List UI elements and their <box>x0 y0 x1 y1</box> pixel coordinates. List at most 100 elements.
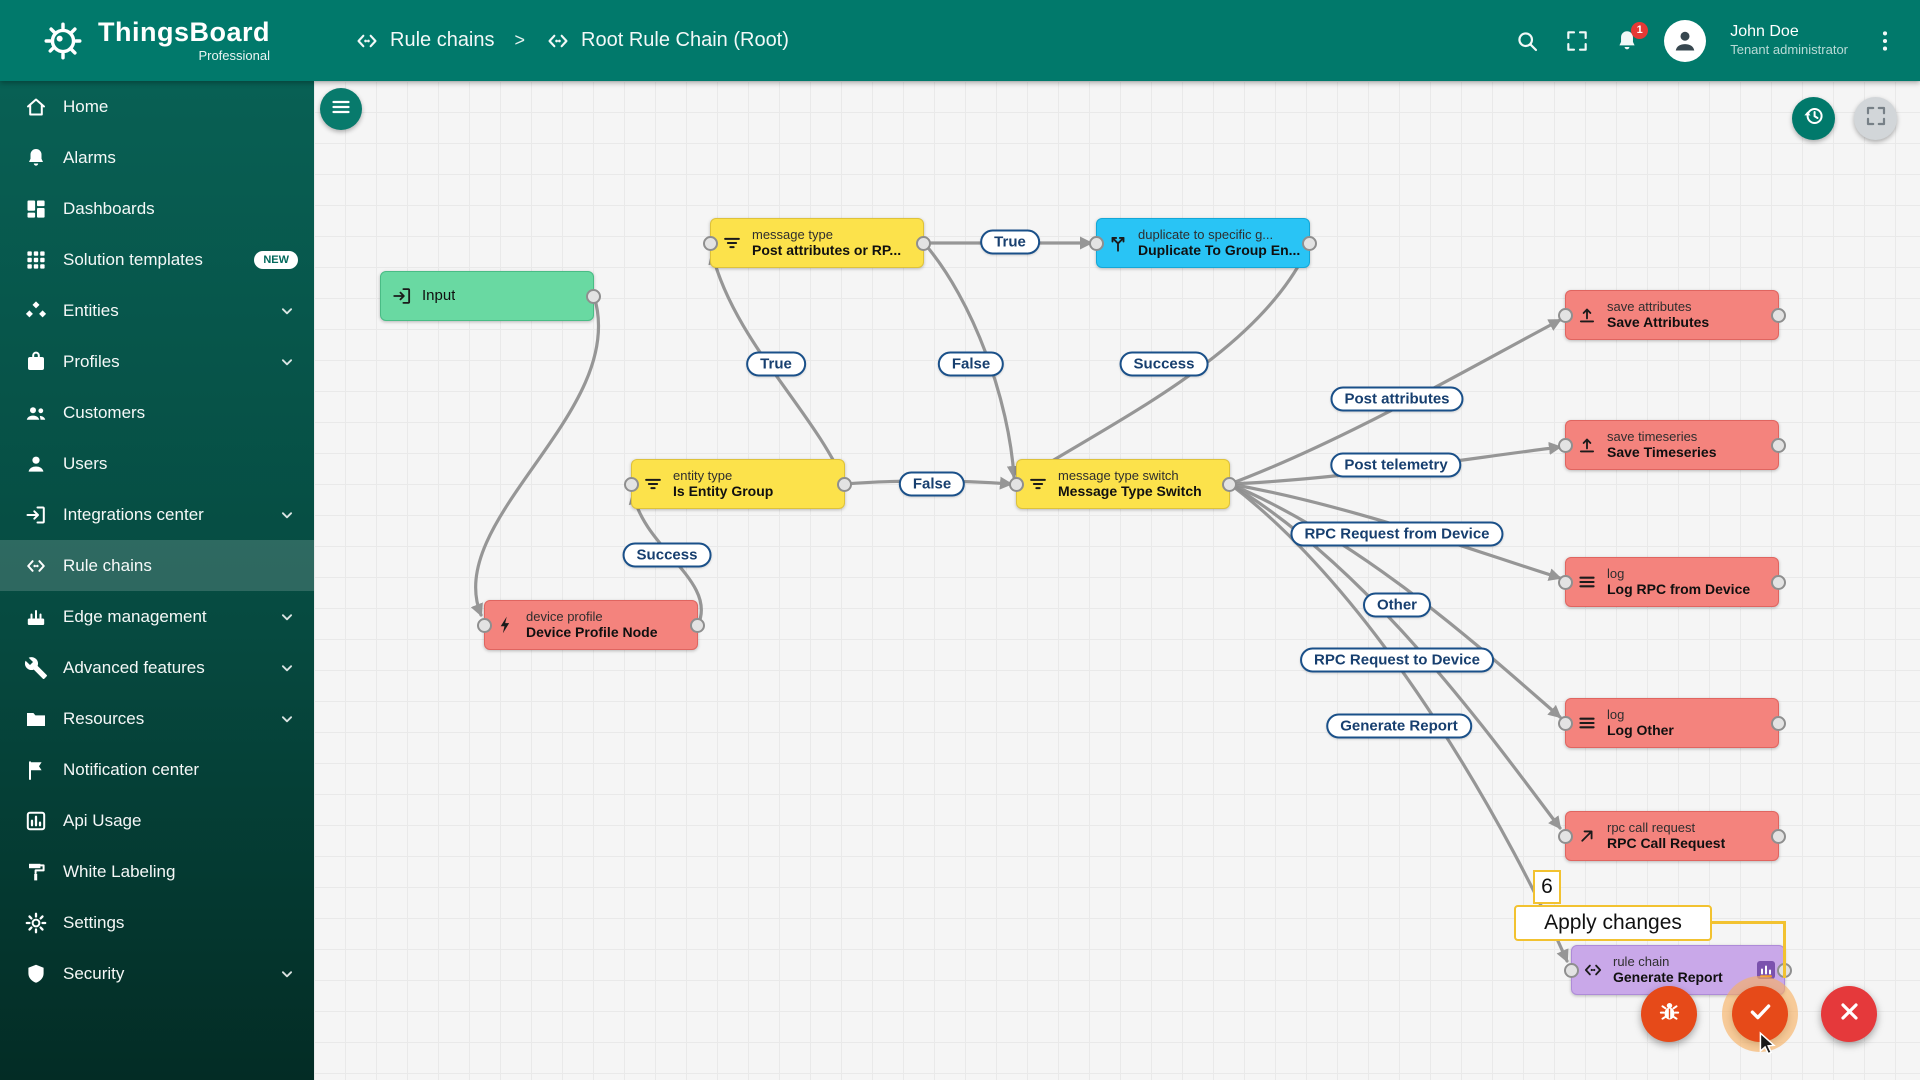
output-connector[interactable] <box>1222 476 1237 492</box>
breadcrumb-current-label: Root Rule Chain (Root) <box>581 29 789 51</box>
sidebar-item-profiles[interactable]: Profiles <box>0 336 314 387</box>
sidebar-item-dashboards[interactable]: Dashboards <box>0 183 314 234</box>
log-icon <box>1576 712 1598 734</box>
annotation-step-number: 6 <box>1533 870 1561 904</box>
edge-entity-type-to-message-type-switch <box>843 476 1013 490</box>
output-connector[interactable] <box>1771 574 1786 590</box>
sidebar-item-label: Settings <box>63 912 125 932</box>
input-connector[interactable] <box>1558 307 1573 323</box>
app-name: ThingsBoard <box>98 17 270 47</box>
avatar[interactable] <box>1664 19 1707 62</box>
settings-gear-icon <box>24 911 48 935</box>
sidebar-item-resources[interactable]: Resources <box>0 693 314 744</box>
sidebar-item-label: Customers <box>63 402 146 422</box>
breadcrumb-separator: > <box>514 30 526 50</box>
sidebar-item-edge-management[interactable]: Edge management <box>0 591 314 642</box>
output-connector[interactable] <box>916 235 931 251</box>
rule-node-duplicate-to-group[interactable]: duplicate to specific g...Duplicate To G… <box>1089 218 1317 268</box>
user-role: Tenant administrator <box>1730 42 1848 58</box>
output-connector[interactable] <box>1771 307 1786 323</box>
sidebar-item-customers[interactable]: Customers <box>0 387 314 438</box>
sidebar-item-label: Solution templates <box>63 249 203 269</box>
canvas-fullscreen-button[interactable] <box>1854 97 1897 140</box>
rule-chain-icon <box>1582 959 1604 981</box>
breadcrumb-rule-chains[interactable]: Rule chains <box>354 28 495 54</box>
input-connector[interactable] <box>1089 235 1104 251</box>
fullscreen-button[interactable] <box>1564 28 1590 54</box>
edge-message-type-switch-to-rpc-call-request <box>1228 482 1562 830</box>
edge-message-type-switch-to-generate-report <box>1228 482 1569 963</box>
sidebar-item-rule-chains[interactable]: Rule chains <box>0 540 314 591</box>
input-connector[interactable] <box>1009 476 1024 492</box>
input-connector[interactable] <box>1558 715 1573 731</box>
input-connector[interactable] <box>1564 962 1579 978</box>
sidebar-item-api-usage[interactable]: Api Usage <box>0 795 314 846</box>
sidebar-item-label: Users <box>63 453 108 473</box>
sidebar-item-integrations-center[interactable]: Integrations center <box>0 489 314 540</box>
sidebar-item-white-labeling[interactable]: White Labeling <box>0 846 314 897</box>
node-name-label: Log RPC from Device <box>1607 581 1751 598</box>
sidebar-item-alarms[interactable]: Alarms <box>0 132 314 183</box>
notifications-button[interactable]: 1 <box>1614 21 1649 54</box>
node-name-label: RPC Call Request <box>1607 835 1726 852</box>
user-icon <box>24 452 48 476</box>
input-connector[interactable] <box>1558 437 1573 453</box>
security-shield-icon <box>24 962 48 986</box>
sidebar-item-notification-center[interactable]: Notification center <box>0 744 314 795</box>
input-connector[interactable] <box>703 235 718 251</box>
check-icon <box>1747 998 1774 1030</box>
history-icon <box>1802 104 1826 133</box>
search-button[interactable] <box>1514 28 1540 54</box>
breadcrumb-current: Root Rule Chain (Root) <box>545 28 789 54</box>
input-connector[interactable] <box>624 476 639 492</box>
input-connector[interactable] <box>1558 828 1573 844</box>
sidebar-item-label: Dashboards <box>63 198 155 218</box>
output-connector[interactable] <box>690 617 705 633</box>
sidebar-item-label: Security <box>63 963 125 983</box>
input-connector[interactable] <box>1558 574 1573 590</box>
sidebar-item-security[interactable]: Security <box>0 948 314 999</box>
thingsboard-logo[interactable]: ThingsBoard Professional <box>0 18 314 64</box>
sidebar-item-label: Integrations center <box>63 504 204 524</box>
rule-chains-icon <box>24 554 48 578</box>
canvas-menu-button[interactable] <box>320 88 362 130</box>
white-labeling-icon <box>24 860 48 884</box>
sidebar-item-settings[interactable]: Settings <box>0 897 314 948</box>
output-connector[interactable] <box>837 476 852 492</box>
cancel-changes-button[interactable] <box>1821 986 1877 1042</box>
more-menu-button[interactable] <box>1872 28 1898 54</box>
breadcrumb: Rule chains > Root Rule Chain (Root) <box>354 28 789 54</box>
output-connector[interactable] <box>1771 437 1786 453</box>
output-connector[interactable] <box>1302 235 1317 251</box>
node-type-label: rpc call request <box>1607 820 1696 836</box>
sidebar-item-label: Advanced features <box>63 657 205 677</box>
debug-mode-button[interactable] <box>1641 986 1697 1042</box>
sidebar-item-users[interactable]: Users <box>0 438 314 489</box>
output-connector[interactable] <box>1771 828 1786 844</box>
apply-changes-button[interactable] <box>1732 986 1788 1042</box>
rule-node-input[interactable]: Input <box>380 271 601 321</box>
call-split-icon <box>1107 232 1129 254</box>
sidebar-item-home[interactable]: Home <box>0 81 314 132</box>
sidebar-item-advanced-features[interactable]: Advanced features <box>0 642 314 693</box>
node-name-label: Input <box>422 287 456 305</box>
output-connector[interactable] <box>586 288 601 304</box>
rule-chain-details-icon[interactable] <box>1756 960 1776 980</box>
version-history-button[interactable] <box>1792 97 1835 140</box>
input-connector[interactable] <box>477 617 492 633</box>
sidebar-item-entities[interactable]: Entities <box>0 285 314 336</box>
output-connector[interactable] <box>1771 715 1786 731</box>
node-type-label: entity type <box>673 468 733 484</box>
sidebar-item-label: Notification center <box>63 759 200 779</box>
